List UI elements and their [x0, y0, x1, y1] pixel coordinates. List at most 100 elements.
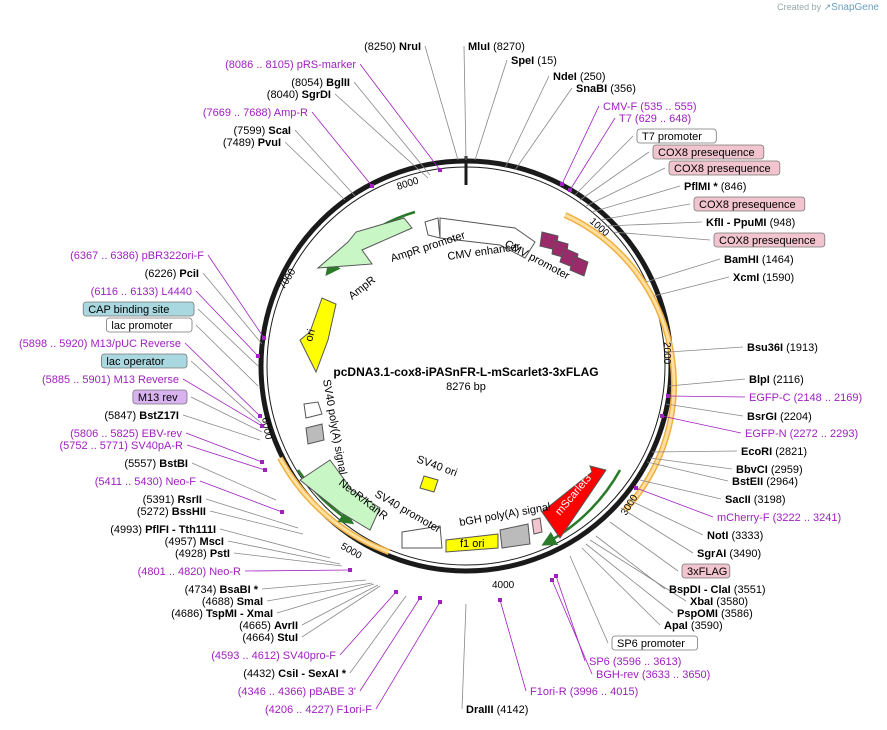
enzyme-label-msci[interactable]: (4957) MscI	[165, 536, 224, 548]
feature-tag-cox8-presequence[interactable]: COX8 presequence	[713, 232, 826, 248]
leader-line	[581, 547, 661, 626]
enzyme-label-pflmi[interactable]: PflMI * (846)	[684, 181, 746, 193]
leader-line	[661, 415, 742, 434]
primer-text: T7 (629 .. 648)	[619, 113, 691, 125]
leader-line	[649, 457, 733, 470]
enzyme-label-avrii[interactable]: (4665) AvrII	[239, 620, 298, 632]
enzyme-label-bsshii[interactable]: (5272) BssHII	[137, 506, 206, 518]
enzyme-label-pvui[interactable]: (7489) PvuI	[223, 137, 281, 149]
feature-tag-cap-binding-site[interactable]: CAP binding site	[82, 301, 195, 317]
enzyme-label-csii-sexai[interactable]: (4432) CsiI - SexAI *	[243, 668, 346, 680]
enzyme-label-scai[interactable]: (7599) ScaI	[234, 125, 292, 137]
enzyme-label-sgrdi[interactable]: (8040) SgrDI	[267, 89, 331, 101]
primer-label-f1ori-r[interactable]: F1ori-R (3996 .. 4015)	[530, 686, 638, 698]
primer-site-marker	[550, 578, 554, 582]
enzyme-text: BbvCI (2959)	[736, 464, 803, 476]
feature-tag-text: COX8 presequence	[658, 147, 755, 159]
enzyme-label-bspdi-clai[interactable]: BspDI - ClaI (3551)	[669, 584, 766, 596]
enzyme-text: BstEII (2964)	[732, 476, 798, 488]
feature-tag-3xflag[interactable]: 3xFLAG	[681, 563, 731, 579]
enzyme-label-nrui[interactable]: (8250) NruI	[364, 41, 421, 53]
enzyme-label-spei[interactable]: SpeI (15)	[511, 55, 557, 67]
enzyme-label-bsabi[interactable]: (4734) BsaBI *	[185, 584, 259, 596]
enzyme-label-ndei[interactable]: NdeI (250)	[553, 71, 606, 83]
primer-label-sv40pa-r[interactable]: (5752 .. 5771) SV40pA-R	[59, 440, 183, 452]
primer-label-neo-r[interactable]: (4801 .. 4820) Neo-R	[138, 566, 241, 578]
primer-label-sp6[interactable]: SP6 (3596 .. 3613)	[589, 656, 681, 668]
primer-label-m13-puc-reverse[interactable]: (5898 .. 5920) M13/pUC Reverse	[19, 338, 181, 350]
enzyme-label-stui[interactable]: (4664) StuI	[242, 632, 298, 644]
feature-tag-m13-rev[interactable]: M13 rev	[132, 389, 188, 405]
enzyme-label-sgrai[interactable]: SgrAI (3490)	[697, 548, 761, 560]
leader-line	[668, 346, 744, 353]
feature-tag-text: CAP binding site	[88, 304, 169, 316]
primer-label-egfp-c[interactable]: EGFP-C (2148 .. 2169)	[749, 392, 862, 404]
enzyme-text: ApaI (3590)	[664, 620, 723, 632]
enzyme-label-pcii[interactable]: (6226) PciI	[145, 268, 199, 280]
enzyme-label-kfli-ppumi[interactable]: KflI - PpuMI (948)	[706, 217, 795, 229]
primer-label-t7[interactable]: T7 (629 .. 648)	[619, 113, 691, 125]
enzyme-label-bbvci[interactable]: BbvCI (2959)	[736, 464, 803, 476]
primer-label-pbr322ori-f[interactable]: (6367 .. 6386) pBR322ori-F	[70, 250, 204, 262]
leader-line	[504, 75, 550, 169]
enzyme-label-ecori[interactable]: EcoRI (2821)	[741, 446, 807, 458]
feature-tag-cox8-presequence[interactable]: COX8 presequence	[668, 160, 781, 176]
primer-label-mcherry-f[interactable]: mCherry-F (3222 .. 3241)	[717, 512, 841, 524]
leader-line	[301, 585, 381, 638]
primer-label-sv40pro-f[interactable]: (4593 .. 4612) SV40pro-F	[211, 650, 336, 662]
feature-tag-cox8-presequence[interactable]: COX8 presequence	[652, 144, 765, 160]
primer-label-cmv-f[interactable]: CMV-F (535 .. 555)	[603, 101, 697, 113]
enzyme-label-bsteii[interactable]: BstEII (2964)	[732, 476, 798, 488]
plasmid-name: pcDNA3.1-cox8-iPASnFR-L-mScarlet3-3xFLAG	[333, 365, 598, 379]
feature-tag-t7-promoter[interactable]: T7 promoter	[636, 128, 717, 144]
enzyme-label-draiii[interactable]: DraIII (4142)	[466, 704, 528, 716]
enzyme-label-apai[interactable]: ApaI (3590)	[664, 620, 723, 632]
primer-site-marker	[560, 182, 564, 186]
leader-line	[205, 498, 299, 529]
feature-tag-lac-operator[interactable]: lac operator	[101, 353, 188, 369]
enzyme-label-pspomi[interactable]: PspOMI (3586)	[677, 608, 753, 620]
enzyme-label-xcmi[interactable]: XcmI (1590)	[733, 272, 794, 284]
enzyme-label-bsu36i[interactable]: Bsu36I (1913)	[747, 342, 818, 354]
enzyme-text: (6226) PciI	[145, 268, 199, 280]
primer-label-prs-marker[interactable]: (8086 .. 8105) pRS-marker	[225, 59, 356, 71]
primer-label-f1ori-f[interactable]: (4206 .. 4227) F1ori-F	[265, 704, 372, 716]
enzyme-label-tspmi-xmai[interactable]: (4686) TspMI - XmaI	[171, 608, 273, 620]
leader-line	[219, 528, 331, 559]
leader-line	[311, 111, 373, 187]
enzyme-text: (7599) ScaI	[234, 125, 292, 137]
primer-site-marker	[438, 600, 442, 604]
feature-tag-box	[106, 317, 193, 333]
enzyme-label-xbai[interactable]: XbaI (3580)	[690, 596, 748, 608]
primer-label-amp-r[interactable]: (7669 .. 7688) Amp-R	[203, 107, 308, 119]
enzyme-label-bstz17i[interactable]: (5847) BstZ17I	[104, 410, 179, 422]
enzyme-label-mlui[interactable]: MluI (8270)	[468, 41, 525, 53]
enzyme-label-noti[interactable]: NotI (3333)	[707, 530, 763, 542]
feature-tag-box	[713, 232, 826, 248]
enzyme-label-bstbi[interactable]: (5557) BstBI	[124, 458, 188, 470]
enzyme-label-rsrii[interactable]: (5391) RsrII	[143, 494, 202, 506]
primer-label-egfp-n[interactable]: EGFP-N (2272 .. 2293)	[745, 428, 858, 440]
enzyme-label-bglii[interactable]: (8054) BglII	[291, 77, 350, 89]
enzyme-label-bsrgi[interactable]: BsrGI (2204)	[747, 411, 812, 423]
primer-label-bgh-rev[interactable]: BGH-rev (3633 .. 3650)	[596, 669, 710, 681]
primer-label-l4440[interactable]: (6116 .. 6133) L4440	[91, 286, 192, 298]
enzyme-label-pflfi-tth111i[interactable]: (4993) PflFI - Tth111I	[110, 524, 216, 536]
enzyme-label-bamhi[interactable]: BamHI (1464)	[724, 254, 794, 266]
enzyme-label-smai[interactable]: (4688) SmaI	[202, 596, 263, 608]
primer-label-neo-f[interactable]: (5411 .. 5430) Neo-F	[95, 476, 197, 488]
enzyme-label-blpi[interactable]: BlpI (2116)	[749, 374, 804, 386]
feature-tag-cox8-presequence[interactable]: COX8 presequence	[693, 196, 806, 212]
primer-label-m13-reverse[interactable]: (5885 .. 5901) M13 Reverse	[42, 374, 179, 386]
primer-label-pbabe-3[interactable]: (4346 .. 4366) pBABE 3'	[238, 686, 356, 698]
leader-line	[209, 510, 304, 535]
enzyme-label-sacii[interactable]: SacII (3198)	[725, 494, 786, 506]
enzyme-text: SnaBI (356)	[576, 83, 636, 95]
feature-tag-lac-promoter[interactable]: lac promoter	[106, 317, 193, 333]
primer-label-ebv-rev[interactable]: (5806 .. 5825) EBV-rev	[70, 428, 182, 440]
enzyme-label-psti[interactable]: (4928) PstI	[175, 548, 230, 560]
feature-tag-sp6-promoter[interactable]: SP6 promoter	[611, 635, 698, 651]
leader-line	[591, 185, 681, 213]
primer-site-marker	[260, 460, 264, 464]
enzyme-label-snabi[interactable]: SnaBI (356)	[576, 83, 636, 95]
